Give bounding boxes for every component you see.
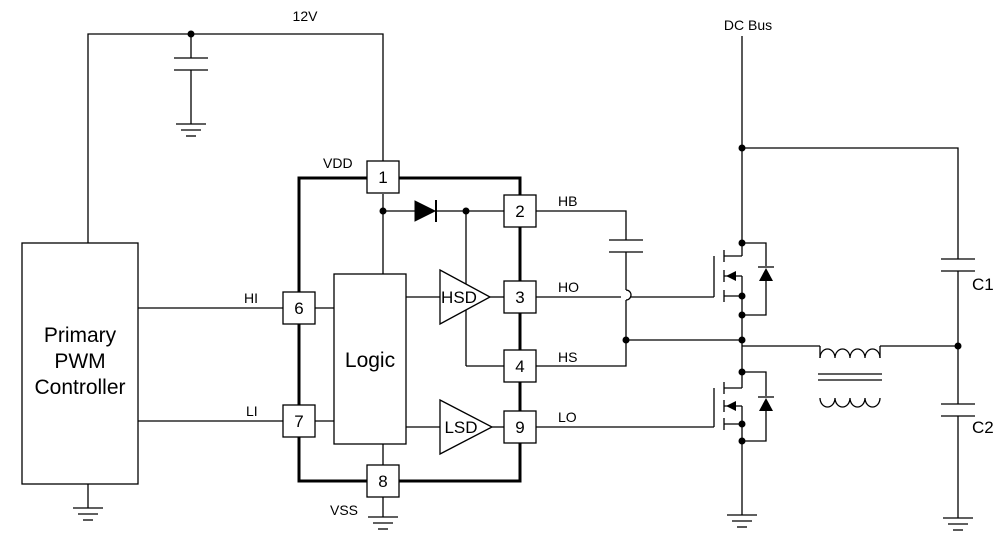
pin-name-vss: VSS <box>330 502 358 518</box>
c2-label: C2 <box>972 418 994 437</box>
low-side-mosfet <box>713 368 774 515</box>
pin-6-number: 6 <box>294 299 303 318</box>
controller-label-line1: Primary <box>44 324 117 347</box>
ground-symbol-lowside <box>727 514 757 528</box>
pin-8-number: 8 <box>378 472 387 491</box>
pwm-controller-box <box>21 242 139 485</box>
pin-2-box <box>503 194 537 228</box>
pin-1-number: 1 <box>378 168 387 187</box>
bootstrap-diode <box>414 200 437 222</box>
capacitor-c1 <box>941 258 975 404</box>
bootstrap-capacitor <box>609 239 643 253</box>
pin-name-hs: HS <box>558 349 577 365</box>
pin-3-box <box>503 280 537 314</box>
vdd-supply-net <box>87 30 384 243</box>
high-side-mosfet <box>713 239 774 340</box>
c1-label: C1 <box>972 275 994 294</box>
pin-name-hi: HI <box>244 290 258 306</box>
dc-bus-label: DC Bus <box>724 17 772 33</box>
output-inductor <box>818 346 882 408</box>
pin-2-number: 2 <box>515 202 524 221</box>
pin-name-ho: HO <box>558 279 579 295</box>
pin-3-number: 3 <box>515 288 524 307</box>
controller-label-line3: Controller <box>34 376 125 399</box>
high-side-driver <box>439 268 492 326</box>
pin-name-hb: HB <box>558 193 577 209</box>
pin-name-vdd: VDD <box>323 155 353 171</box>
pin-1-box <box>366 160 400 194</box>
capacitor-c2 <box>941 403 975 518</box>
logic-label: Logic <box>345 349 395 372</box>
driver-ic-outline <box>297 176 522 483</box>
pin-7-number: 7 <box>294 412 303 431</box>
pin-4-number: 4 <box>515 357 524 376</box>
pin-9-number: 9 <box>515 418 524 437</box>
logic-block <box>333 273 407 445</box>
pin-8-box <box>366 464 400 498</box>
ground-symbol-vss <box>368 516 398 530</box>
pin-name-lo: LO <box>558 409 577 425</box>
ground-symbol-supply <box>176 123 206 137</box>
pin-7-box <box>282 404 316 438</box>
ground-symbol-controller <box>73 507 103 521</box>
low-side-driver <box>439 398 494 456</box>
pin-6-box <box>282 291 316 325</box>
pin-9-box <box>503 410 537 444</box>
pin-name-li: LI <box>246 403 258 419</box>
hsd-label: HSD <box>441 288 477 307</box>
vcc-label: 12V <box>293 8 319 24</box>
controller-label-line2: PWM <box>54 350 105 373</box>
ground-symbol-output <box>943 517 973 531</box>
lsd-label: LSD <box>444 418 477 437</box>
